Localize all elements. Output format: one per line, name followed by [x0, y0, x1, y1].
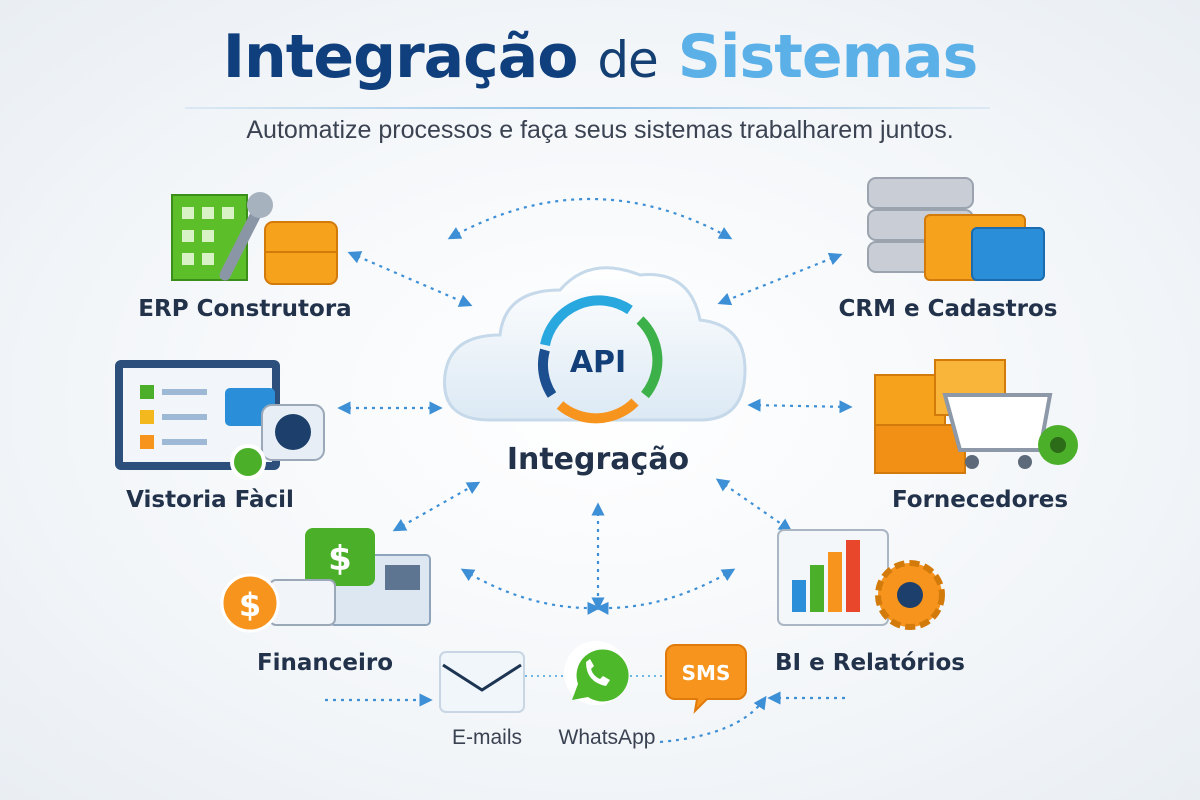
sms-bubble-icon: SMS	[665, 644, 747, 714]
title-part-1: Integração	[222, 22, 579, 92]
node-bi-label: BI e Relatórios	[775, 650, 965, 676]
subtitle: Automatize processos e faça seus sistema…	[246, 116, 954, 144]
arrow-sms	[659, 695, 767, 744]
financeiro-money-icon: $ $	[220, 528, 431, 633]
title-divider	[185, 107, 990, 109]
channel-email-label: E-mails	[451, 726, 522, 749]
center-label: Integração	[506, 442, 690, 477]
title-part-2: de	[597, 31, 658, 89]
title-part-3: Sistemas	[677, 22, 979, 92]
node-fornecedores-label: Fornecedores	[891, 487, 1069, 513]
arrow-bottom-right	[595, 568, 736, 615]
sms-label: SMS	[682, 661, 731, 685]
node-financeiro-label: Financeiro	[256, 650, 394, 676]
email-envelope-icon	[439, 651, 525, 713]
bi-chart-gear-icon	[777, 529, 945, 630]
arrow-top-arc	[447, 197, 733, 240]
arrow-bottom-left	[460, 568, 601, 615]
arrow-erp	[347, 251, 473, 307]
channel-whatsapp-label: WhatsApp	[558, 726, 656, 749]
node-erp-label: ERP Construtora	[138, 296, 352, 322]
whatsapp-icon	[564, 641, 629, 705]
crm-database-folder-icon	[867, 177, 1045, 281]
node-crm-label: CRM e Cadastros	[838, 296, 1058, 322]
page-title: Integração de Sistemas	[0, 22, 1200, 92]
node-vistoria-label: Vistoria Fàcil	[126, 487, 294, 513]
svg-text:$: $	[328, 539, 352, 579]
arrow-bi	[715, 478, 793, 532]
svg-text:$: $	[239, 586, 261, 624]
vistoria-checklist-camera-icon	[115, 360, 325, 480]
erp-building-wrench-icon	[171, 192, 338, 285]
fornecedores-boxes-cart-icon	[874, 359, 1078, 474]
arrow-crm	[717, 252, 843, 306]
arrow-fornecedores	[747, 398, 853, 414]
api-badge: API	[570, 345, 626, 380]
